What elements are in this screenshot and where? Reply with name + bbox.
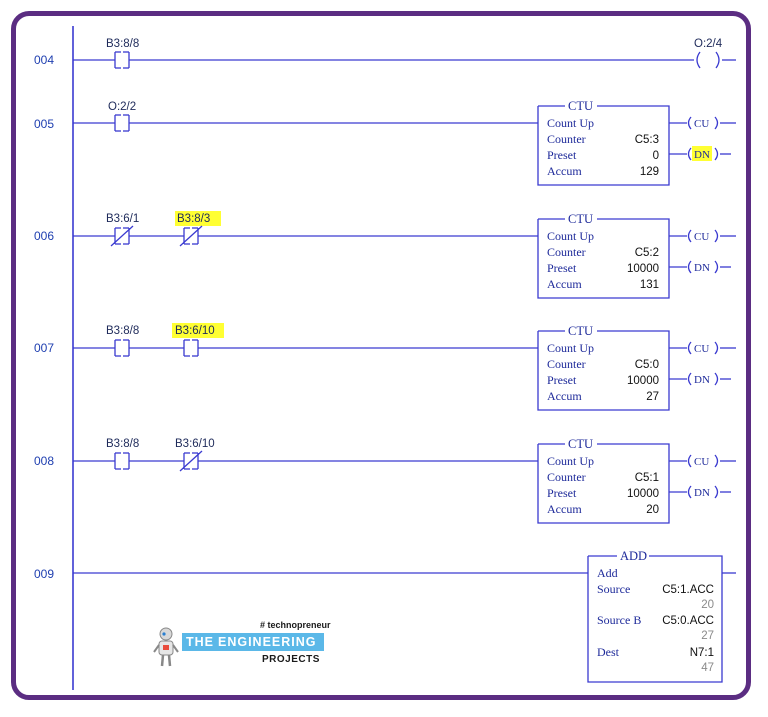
rung-006 (73, 225, 538, 247)
add-source-label: Source (597, 582, 630, 596)
logo-tagline: # technopreneur (260, 620, 331, 630)
contact-label: B3:6/10 (175, 438, 215, 450)
ctu-counter-label: Counter (547, 470, 586, 484)
contact-label: O:2/2 (108, 101, 136, 113)
robot-icon (153, 627, 179, 667)
rung-number-006: 006 (34, 229, 54, 243)
add-dest-label: Dest (597, 645, 620, 659)
add-name: Add (597, 566, 618, 580)
ctu-dn-coil: DN (694, 374, 710, 386)
ctu-dn-coil: DN (694, 487, 710, 499)
ctu-accum-value: 131 (640, 279, 659, 291)
add-source-value: C5:1.ACC (662, 584, 714, 596)
ctu-block: CTU Count Up Counter C5:2 Preset 10000 A… (537, 212, 736, 299)
contact-label: B3:8/3 (177, 213, 210, 225)
rung-number-009: 009 (34, 567, 54, 581)
ctu-accum-value: 20 (646, 504, 659, 516)
rung-005 (73, 114, 538, 132)
contact-label: B3:6/10 (175, 325, 215, 337)
ctu-preset-value: 10000 (627, 488, 659, 500)
ctu-accum-label: Accum (547, 389, 582, 403)
ctu-counter-value: C5:2 (635, 247, 659, 259)
ctu-title: CTU (568, 99, 593, 113)
rung-004 (73, 51, 736, 69)
rung-number-005: 005 (34, 117, 54, 131)
ctu-preset-value: 10000 (627, 263, 659, 275)
ctu-block: CTU Count Up Counter C5:1 Preset 10000 A… (537, 437, 736, 524)
logo-title-bar: THE ENGINEERING (182, 633, 324, 651)
ctu-cu-coil: CU (694, 456, 709, 468)
ctu-accum-value: 27 (646, 391, 659, 403)
rung-number-008: 008 (34, 454, 54, 468)
ctu-preset-label: Preset (547, 373, 577, 387)
output-coil-label: O:2/4 (694, 38, 723, 50)
ctu-accum-value: 129 (640, 166, 659, 178)
engineering-projects-logo: # technopreneur THE ENGINEERING PROJECTS (152, 620, 332, 672)
ctu-title: CTU (568, 324, 593, 338)
ctu-preset-value: 0 (653, 150, 659, 162)
logo-projects: PROJECTS (262, 654, 320, 665)
ctu-cu-coil: CU (694, 118, 709, 130)
rung-number-007: 007 (34, 341, 54, 355)
ctu-name: Count Up (547, 116, 594, 130)
diagram-frame (11, 11, 751, 700)
ctu-name: Count Up (547, 341, 594, 355)
rung-008 (73, 450, 538, 472)
ctu-counter-value: C5:0 (635, 359, 659, 371)
add-source-b-value: C5:0.ACC (662, 615, 714, 627)
ctu-accum-label: Accum (547, 164, 582, 178)
add-dest-runtime: 47 (701, 662, 714, 674)
logo-engineering: ENGINEERING (218, 635, 317, 649)
add-source-runtime: 20 (701, 599, 714, 611)
add-block: ADD Add Source C5:1.ACC 20 Source B C5:0… (587, 549, 723, 683)
logo-the: THE (186, 635, 214, 649)
rung-007 (73, 339, 538, 357)
ctu-accum-label: Accum (547, 277, 582, 291)
ctu-preset-label: Preset (547, 261, 577, 275)
ctu-title: CTU (568, 437, 593, 451)
contact-label: B3:8/8 (106, 38, 139, 50)
ctu-dn-coil: DN (694, 149, 710, 161)
highlight (692, 146, 712, 161)
ctu-counter-value: C5:1 (635, 472, 659, 484)
ctu-title: CTU (568, 212, 593, 226)
highlight (175, 211, 221, 226)
highlight (172, 323, 224, 338)
ctu-dn-coil: DN (694, 262, 710, 274)
add-source-b-runtime: 27 (701, 630, 714, 642)
contact-label: B3:8/8 (106, 325, 139, 337)
add-title: ADD (620, 549, 647, 563)
ctu-counter-label: Counter (547, 245, 586, 259)
ctu-accum-label: Accum (547, 502, 582, 516)
ctu-cu-coil: CU (694, 231, 709, 243)
ctu-preset-label: Preset (547, 148, 577, 162)
ctu-cu-coil: CU (694, 343, 709, 355)
ctu-counter-label: Counter (547, 357, 586, 371)
rung-number-004: 004 (34, 53, 54, 67)
ctu-name: Count Up (547, 229, 594, 243)
add-source-b-label: Source B (597, 613, 641, 627)
ctu-counter-label: Counter (547, 132, 586, 146)
ctu-preset-label: Preset (547, 486, 577, 500)
contact-label: B3:8/8 (106, 438, 139, 450)
contact-label: B3:6/1 (106, 213, 139, 225)
add-dest-value: N7:1 (690, 647, 714, 659)
ctu-counter-value: C5:3 (635, 134, 659, 146)
ctu-preset-value: 10000 (627, 375, 659, 387)
ctu-name: Count Up (547, 454, 594, 468)
ctu-block: CTU Count Up Counter C5:3 Preset 0 Accum… (537, 99, 736, 186)
ctu-block: CTU Count Up Counter C5:0 Preset 10000 A… (537, 324, 736, 411)
